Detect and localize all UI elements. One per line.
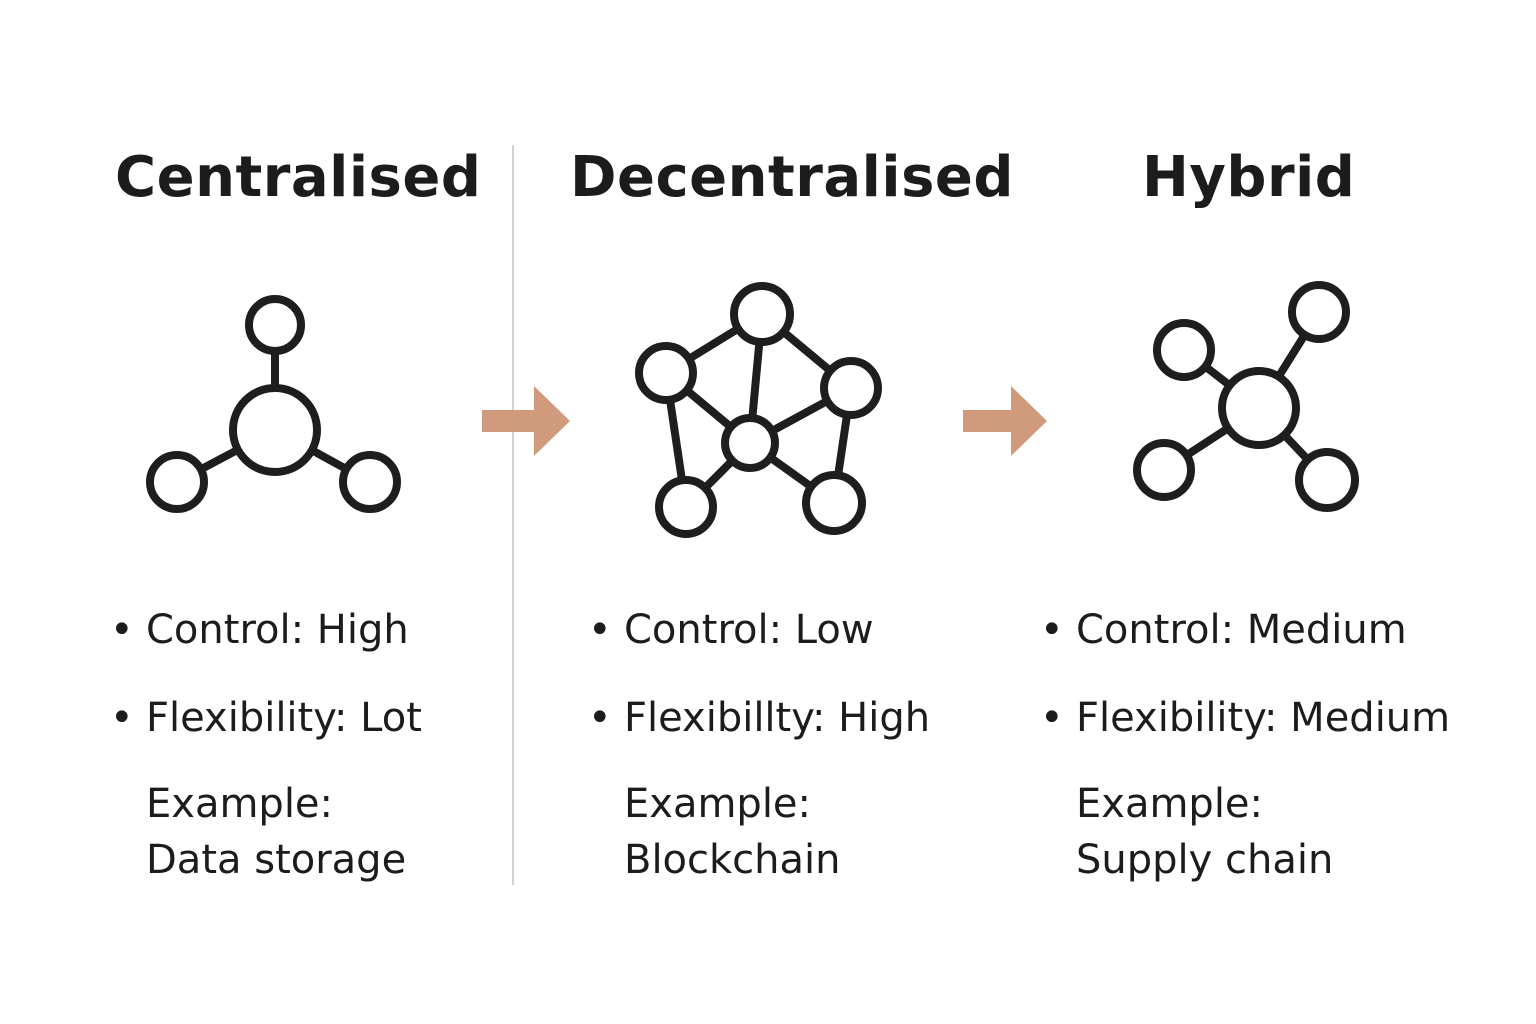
example-label: Example: bbox=[146, 781, 334, 827]
arrow-right-icon bbox=[482, 386, 570, 456]
column-decentralised: Decentralised • Control: Low • Flexibill… bbox=[512, 0, 1013, 1024]
network-node bbox=[802, 471, 866, 535]
bullet-dot: • bbox=[1040, 607, 1064, 653]
example-block: Example: Supply chain bbox=[1076, 776, 1333, 888]
bullet-dot: • bbox=[1040, 695, 1064, 741]
network-node bbox=[721, 414, 779, 472]
example-label: Example: bbox=[624, 781, 812, 827]
bullet-text: Control: High bbox=[146, 607, 409, 653]
network-node bbox=[146, 451, 208, 513]
hybrid-network-icon bbox=[1133, 281, 1359, 512]
column-title: Hybrid bbox=[1142, 145, 1356, 210]
network-node bbox=[339, 451, 401, 513]
bullet-dot: • bbox=[588, 607, 612, 653]
bullet-dot: • bbox=[110, 607, 134, 653]
example-block: Example: Data storage bbox=[146, 776, 406, 888]
hub-node bbox=[229, 384, 321, 476]
network-node bbox=[245, 295, 305, 355]
bullet-text: Control: Medium bbox=[1076, 607, 1407, 653]
network-node bbox=[635, 342, 697, 404]
decentralised-network-icon bbox=[635, 282, 882, 538]
bullet-dot: • bbox=[110, 695, 134, 741]
bullet-item: • Flexibility: Lot bbox=[110, 692, 422, 744]
bullet-text: Control: Low bbox=[624, 607, 874, 653]
network-node bbox=[1295, 448, 1359, 512]
example-block: Example: Blockchain bbox=[624, 776, 841, 888]
network-node bbox=[1288, 281, 1350, 343]
network-node bbox=[1153, 319, 1215, 381]
column-hybrid: Hybrid • Control: Medium • Flexibility: … bbox=[994, 0, 1536, 1024]
bullet-item: • Control: Low bbox=[588, 604, 874, 656]
bullet-item: • Flexibility: Medium bbox=[1040, 692, 1451, 744]
bullet-item: • Control: High bbox=[110, 604, 409, 656]
hub-node bbox=[1218, 367, 1300, 449]
network-node bbox=[730, 282, 794, 346]
bullet-text: Flexibility: Lot bbox=[146, 695, 422, 741]
bullet-item: • Control: Medium bbox=[1040, 604, 1407, 656]
bullet-text: Flexibillty: High bbox=[624, 695, 931, 741]
column-divider bbox=[512, 145, 514, 885]
arrow-shape bbox=[482, 386, 570, 456]
network-node bbox=[820, 357, 882, 419]
bullet-item: • Flexibillty: High bbox=[588, 692, 931, 744]
example-value: Supply chain bbox=[1076, 837, 1334, 883]
example-value: Blockchain bbox=[624, 837, 841, 883]
column-title: Decentralised bbox=[570, 145, 1014, 210]
example-label: Example: bbox=[1076, 781, 1264, 827]
bullet-text: Flexibility: Medium bbox=[1076, 695, 1451, 741]
centralised-network-icon bbox=[146, 295, 401, 513]
bullet-dot: • bbox=[588, 695, 612, 741]
column-title: Centralised bbox=[115, 145, 482, 210]
arrow-right-icon bbox=[963, 386, 1047, 456]
network-node bbox=[1133, 439, 1195, 501]
network-node bbox=[655, 476, 717, 538]
example-value: Data storage bbox=[146, 837, 407, 883]
column-centralised: Centralised • Control: High • Flexibilit… bbox=[0, 0, 512, 1024]
arrow-shape bbox=[963, 386, 1047, 456]
